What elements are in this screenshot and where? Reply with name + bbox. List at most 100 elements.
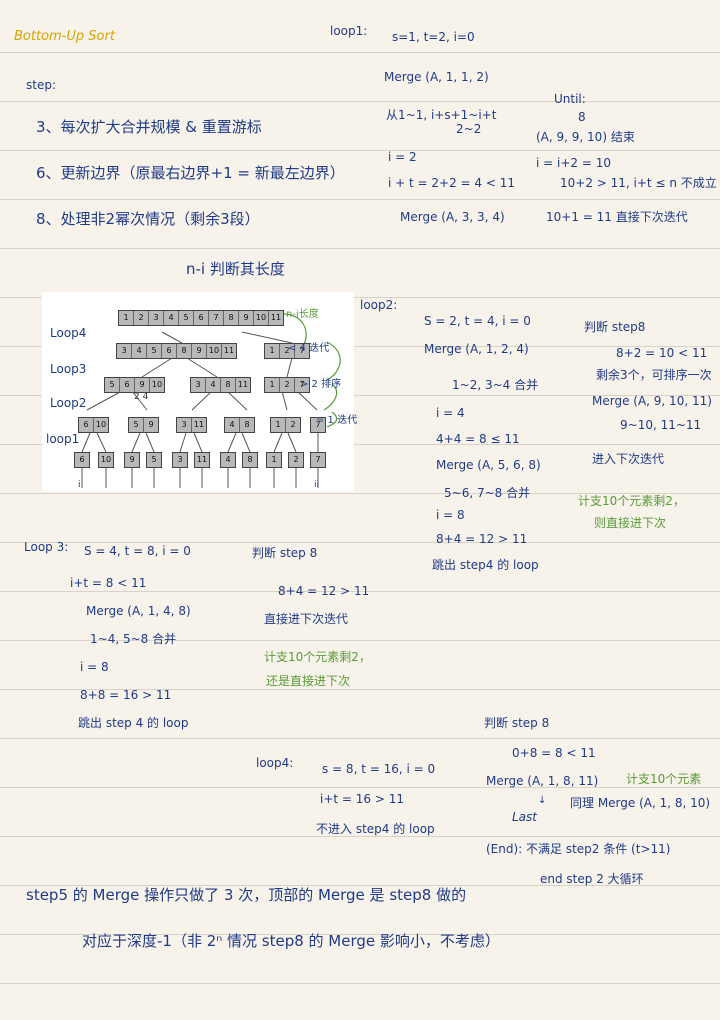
figure-label-loop4: Loop4 <box>50 326 87 340</box>
figure-label-loop1: loop1 <box>46 432 80 446</box>
loop1-until-8: 8 <box>578 110 586 124</box>
step-8: 8、处理非2幂次情况（剩余3段） <box>36 210 260 228</box>
loop1-desc: 从1~1, i+s+1~i+t <box>386 108 497 122</box>
loop1-merge: Merge (A, 1, 1, 2) <box>384 70 489 84</box>
loop4-same: 同理 Merge (A, 1, 8, 10) <box>570 796 711 810</box>
loop2-judge: 判断 step8 <box>584 320 646 334</box>
loop3-exit: 跳出 step 4 的 loop <box>78 716 189 730</box>
loop2-i4: i = 4 <box>436 406 465 420</box>
figure-label-loop3: Loop3 <box>50 362 87 376</box>
loop3-desc: 1~4, 5~8 合并 <box>90 632 177 646</box>
tree-node-l1-f: 7 <box>310 417 326 433</box>
step-6: 6、更新边界（原最右边界+1 = 新最左边界） <box>36 164 345 182</box>
tree-leaf: 10 <box>98 452 114 468</box>
loop3-judge-1: 8+4 = 12 > 11 <box>278 584 370 598</box>
annotation-i: i <box>78 480 81 490</box>
loop2-judge-2: 剩余3个，可排序一次 <box>596 368 712 382</box>
loop3-green-2: 还是直接进下次 <box>266 674 351 688</box>
loop1-end-merge: (A, 9, 9, 10) 结束 <box>536 130 635 144</box>
tree-leaf: 7 <box>310 452 326 468</box>
loop1-i10: i = i+2 = 10 <box>536 156 611 170</box>
loop4-judge: 判断 step 8 <box>484 716 550 730</box>
loop4-exit: 不进入 step4 的 loop <box>316 822 435 836</box>
figure-label-loop2: Loop2 <box>50 396 87 410</box>
loop4-last: Last <box>512 810 537 824</box>
loop2-judge-3: Merge (A, 9, 10, 11) <box>592 394 712 408</box>
loop4-header: loop4: <box>256 756 294 770</box>
loop1-i: i = 2 <box>388 150 417 164</box>
tree-leaf: 8 <box>242 452 258 468</box>
loop1-vars: s=1, t=2, i=0 <box>392 30 475 44</box>
loop4-arrow-icon: ↓ <box>538 795 547 806</box>
loop2-green-2: 则直接进下次 <box>594 516 667 530</box>
loop2-merge: Merge (A, 1, 2, 4) <box>424 342 529 356</box>
annotation-lt4: < 4 迭代 <box>288 343 330 354</box>
tree-leaf: 1 <box>266 452 282 468</box>
loop2-judge-5: 进入下次迭代 <box>592 452 665 466</box>
loop3-judge-2: 直接进下次迭代 <box>264 612 349 626</box>
loop3-merge: Merge (A, 1, 4, 8) <box>86 604 191 618</box>
annotation-gt2: > 2 排序 <box>300 379 342 390</box>
loop4-check: i+t = 16 > 11 <box>320 792 404 806</box>
tree-leaf: 4 <box>220 452 236 468</box>
loop1-check: i + t = 2+2 = 4 < 11 <box>388 176 516 190</box>
tree-leaf: 6 <box>74 452 90 468</box>
loop2-judge-4: 9~10, 11~11 <box>620 418 702 432</box>
loop3-i8: i = 8 <box>80 660 109 674</box>
loop1-cond: 10+2 > 11, i+t ≤ n 不成立 <box>560 176 717 190</box>
loop2-header: loop2: <box>360 298 398 312</box>
loop2-exit: 跳出 step4 的 loop <box>432 558 539 572</box>
tree-leaf: 3 <box>172 452 188 468</box>
steps-heading: step: <box>26 78 56 92</box>
loop2-judge-1: 8+2 = 10 < 11 <box>616 346 708 360</box>
loop3-vars: S = 4, t = 8, i = 0 <box>84 544 191 558</box>
page-title: Bottom-Up Sort <box>14 29 115 44</box>
loop4-merge: Merge (A, 1, 8, 11) <box>486 774 599 788</box>
loop4-judge-1: 0+8 = 8 < 11 <box>512 746 596 760</box>
loop2-desc: 1~2, 3~4 合并 <box>452 378 539 392</box>
loop1-until: Until: <box>554 92 586 106</box>
loop1-desc2: 2~2 <box>456 122 482 136</box>
loop4-end-1: (End): 不满足 step2 条件 (t>11) <box>486 842 671 856</box>
loop1-header: loop1: <box>330 24 368 38</box>
loop3-green-1: 计支10个元素剩2， <box>264 650 371 664</box>
tree-edges <box>81 313 341 488</box>
tree-leaf: 9 <box>124 452 140 468</box>
loop2-check: 4+4 = 8 ≤ 11 <box>436 432 520 446</box>
loop3-check: i+t = 8 < 11 <box>70 576 147 590</box>
tree-leaf: 5 <box>146 452 162 468</box>
loop4-vars: s = 8, t = 16, i = 0 <box>322 762 436 776</box>
loop3-header: Loop 3: <box>24 540 69 554</box>
step-8-note: n-i 判断其长度 <box>186 260 285 278</box>
annotation-ii: ii <box>314 480 320 490</box>
summary-line-2: 对应于深度-1（非 2ⁿ 情况 step8 的 Merge 影响小，不考虑） <box>82 932 500 950</box>
tree-leaf: 2 <box>288 452 304 468</box>
loop3-judge: 判断 step 8 <box>252 546 318 560</box>
loop3-check2: 8+8 = 16 > 11 <box>80 688 172 702</box>
loop2-check2: 8+4 = 12 > 11 <box>436 532 528 546</box>
annotation-n-i: n-i长度 <box>286 309 319 320</box>
loop2-merge2: Merge (A, 5, 6, 8) <box>436 458 541 472</box>
figure-label-2-4: 2 4 <box>134 392 149 402</box>
loop2-green-1: 计支10个元素剩2， <box>578 494 685 508</box>
loop4-green-1: 计支10个元素 <box>626 772 702 786</box>
step-3: 3、每次扩大合并规模 & 重置游标 <box>36 118 262 136</box>
loop2-i8: i = 8 <box>436 508 465 522</box>
annotation-eq1: = 1 迭代 <box>316 415 358 426</box>
loop2-desc2: 5~6, 7~8 合并 <box>444 486 531 500</box>
tree-leaf: 11 <box>194 452 210 468</box>
loop1-next: 10+1 = 11 直接下次迭代 <box>546 210 688 224</box>
summary-line-1: step5 的 Merge 操作只做了 3 次，顶部的 Merge 是 step… <box>26 886 467 904</box>
